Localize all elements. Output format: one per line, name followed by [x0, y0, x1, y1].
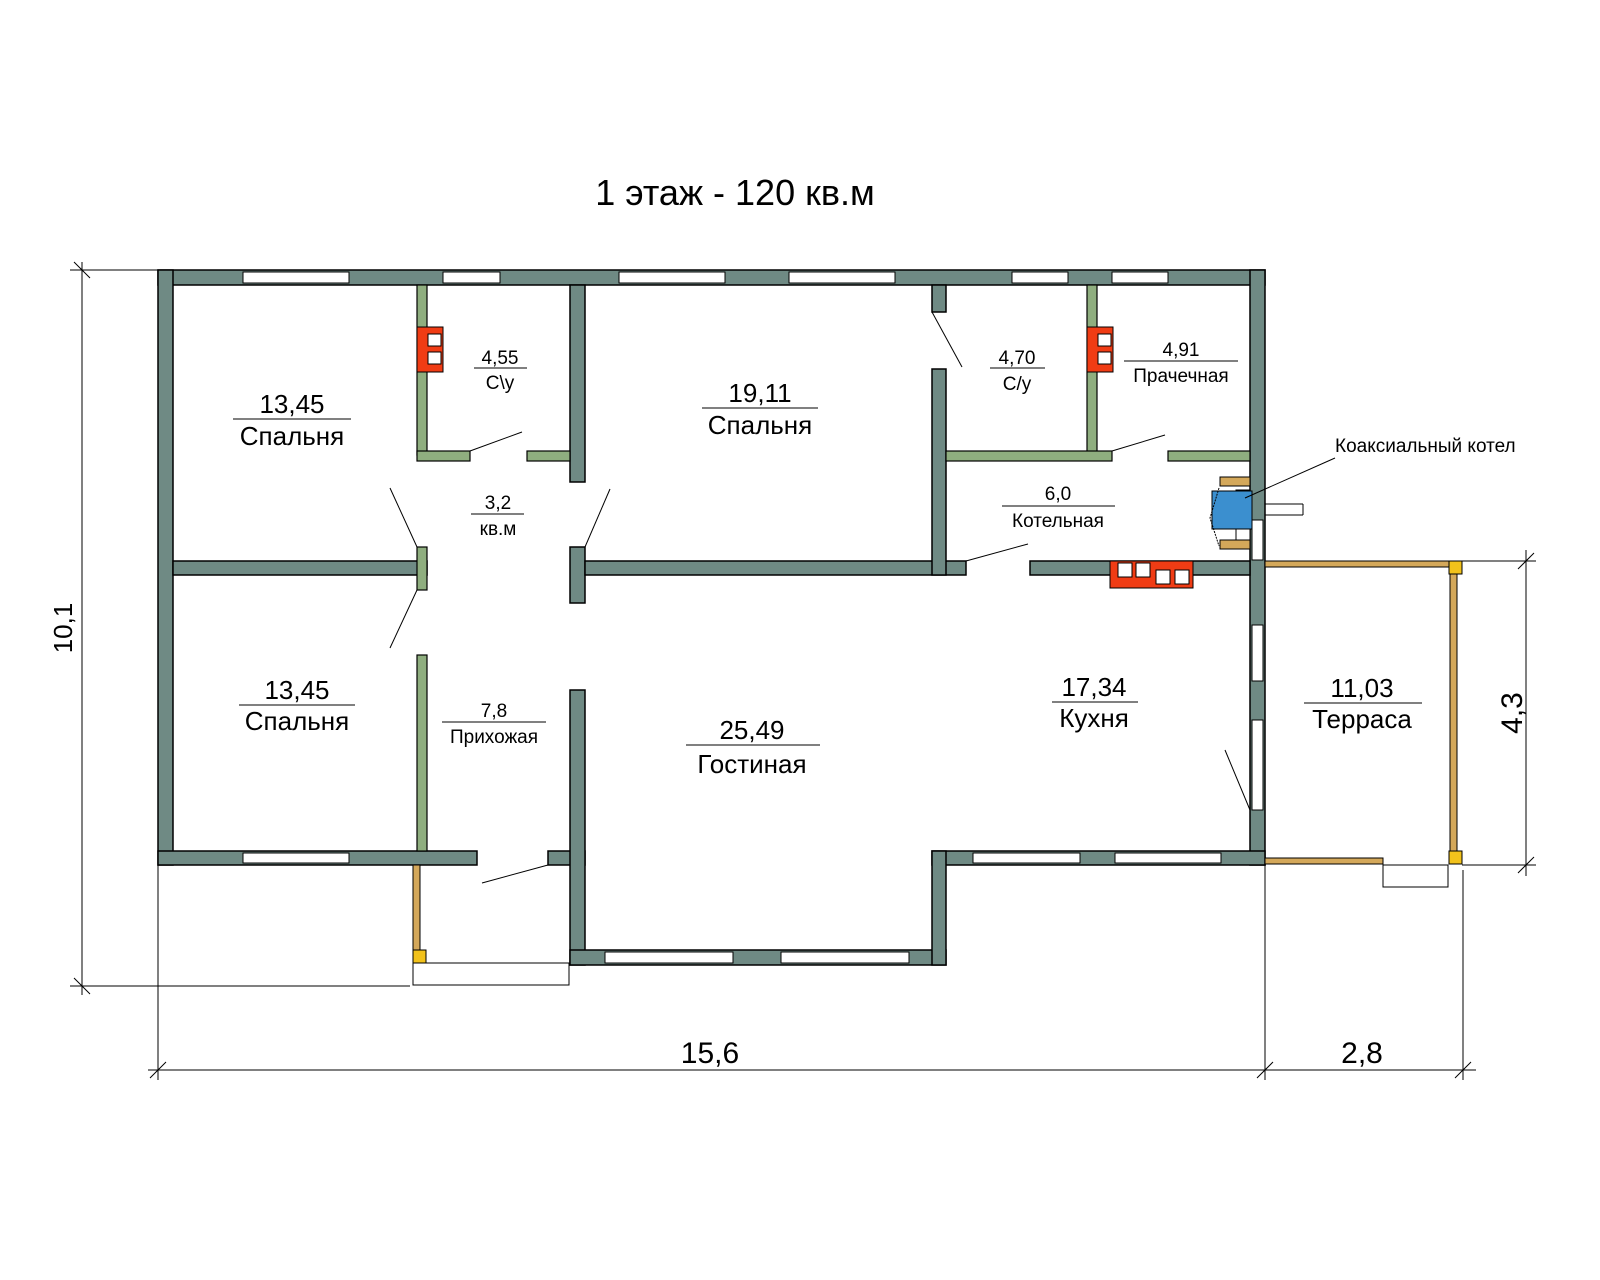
- svg-text:4,55: 4,55: [482, 348, 519, 369]
- svg-text:Спальня: Спальня: [245, 706, 349, 736]
- terrace: [412, 560, 1463, 986]
- svg-text:11,03: 11,03: [1330, 673, 1393, 703]
- chimney-blocks: [416, 326, 1194, 589]
- dim-height: 10,1: [48, 603, 78, 654]
- room-bathroom-2: 4,70С/у: [990, 348, 1045, 395]
- svg-text:С\у: С\у: [486, 373, 515, 394]
- svg-text:19,11: 19,11: [728, 378, 791, 408]
- svg-text:Кухня: Кухня: [1059, 703, 1129, 733]
- room-bathroom-1: 4,55С\у: [474, 348, 527, 394]
- svg-text:25,49: 25,49: [719, 715, 784, 745]
- door-swings: [389, 311, 1251, 884]
- svg-text:Котельная: Котельная: [1012, 511, 1104, 532]
- svg-text:Терраса: Терраса: [1312, 704, 1412, 734]
- svg-text:17,34: 17,34: [1061, 672, 1126, 702]
- plan-title: 1 этаж - 120 кв.м: [595, 172, 874, 213]
- windows: [242, 271, 1264, 964]
- svg-text:4,91: 4,91: [1163, 340, 1200, 361]
- svg-text:4,70: 4,70: [999, 348, 1036, 369]
- interior-walls: [172, 284, 1251, 604]
- svg-text:13,45: 13,45: [264, 675, 329, 705]
- svg-text:Гостиная: Гостиная: [697, 749, 806, 779]
- room-hall: 3,2 кв.м: [471, 493, 524, 540]
- dim-terrace-width: 2,8: [1341, 1037, 1383, 1070]
- dim-terrace-height: 4,3: [1496, 692, 1529, 734]
- svg-text:кв.м: кв.м: [480, 519, 517, 540]
- dimension-lines: 10,1 15,6 2,8 4,3: [48, 261, 1536, 1080]
- boiler: Коаксиальный котел: [1209, 436, 1516, 550]
- svg-text:Спальня: Спальня: [708, 410, 812, 440]
- svg-text:7,8: 7,8: [481, 701, 507, 722]
- svg-text:6,0: 6,0: [1045, 484, 1071, 505]
- svg-text:Спальня: Спальня: [240, 421, 344, 451]
- boiler-callout: Коаксиальный котел: [1335, 436, 1516, 457]
- svg-text:Прачечная: Прачечная: [1133, 366, 1228, 387]
- svg-text:13,45: 13,45: [259, 389, 324, 419]
- dim-width: 15,6: [681, 1037, 739, 1070]
- svg-text:С/у: С/у: [1003, 374, 1032, 395]
- svg-text:Прихожая: Прихожая: [450, 727, 538, 748]
- svg-text:3,2: 3,2: [485, 493, 511, 514]
